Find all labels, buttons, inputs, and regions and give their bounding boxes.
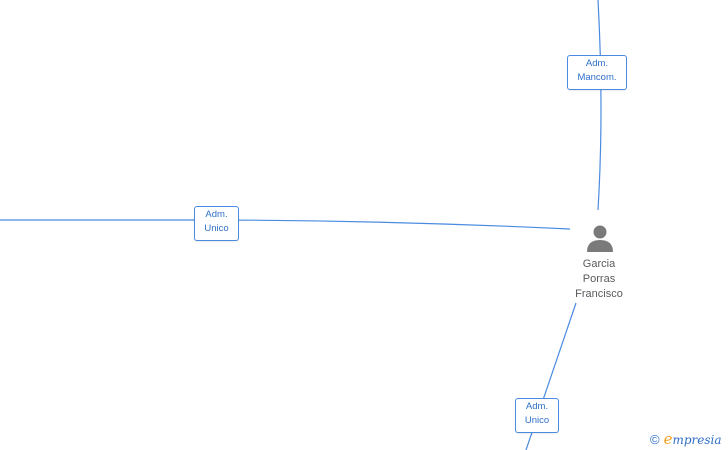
edge-label-top-line-1: Adm. (585, 58, 609, 69)
edge-label-top-line-2: Mancom. (577, 72, 617, 83)
edge-label-bottom-line-1: Adm. (525, 401, 549, 412)
edge-label-left-line-2: Unico (204, 223, 229, 234)
brand-name: mpresia (672, 433, 722, 447)
brand-e: e (663, 430, 673, 448)
watermark: ©empresia (650, 430, 728, 448)
edge-label-left-line-1: Adm. (205, 209, 228, 220)
copyright-icon: © (650, 432, 660, 447)
edge-line-left (0, 219, 571, 230)
person-name-line-2: Porras (582, 273, 616, 285)
edge-line-top (597, 0, 602, 211)
edge-label-top[interactable]: Adm. Mancom. (567, 55, 627, 90)
edge-label-bottom[interactable]: Adm. Unico (515, 398, 559, 433)
edge-label-bottom-line-2: Unico (524, 415, 550, 426)
person-icon[interactable] (585, 223, 615, 253)
edge-label-left[interactable]: Adm. Unico (194, 206, 239, 241)
person-name-line-1: Garcia (582, 258, 616, 270)
person-name-line-3: Francisco (575, 288, 623, 300)
person-name[interactable]: Garcia Porras Francisco (552, 257, 646, 302)
